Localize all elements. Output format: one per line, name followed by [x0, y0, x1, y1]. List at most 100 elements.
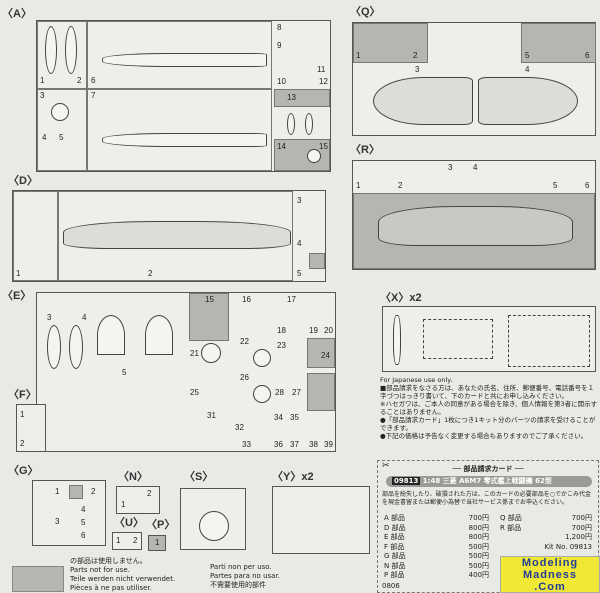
- sprue-a: 1 2 3 4 5 6 7 8 9 10 11 12 13 14 15: [36, 20, 331, 172]
- engine-part: [253, 349, 271, 367]
- part-number: 6: [91, 76, 96, 85]
- part-number: 3: [55, 517, 60, 526]
- part-number: 5: [81, 518, 86, 527]
- tail-part: [145, 315, 173, 355]
- part-number: 21: [190, 349, 199, 358]
- part-number: 32: [235, 423, 244, 432]
- section-e-label: 〈E〉: [2, 290, 32, 302]
- part-number: 1: [116, 536, 121, 545]
- part-number: 3: [40, 91, 45, 100]
- sprue-f: 1 2: [16, 404, 46, 452]
- part-number: 16: [242, 295, 251, 304]
- propeller-part: [287, 113, 295, 135]
- part-number: 1: [20, 410, 25, 419]
- sprue-r: 1 2 3 4 5 6: [352, 160, 596, 270]
- part-number: 13: [287, 93, 296, 102]
- propeller-part: [305, 113, 313, 135]
- lower-wing-part: [378, 206, 573, 246]
- small-parts: [508, 315, 590, 367]
- sprue-e-unused-cell: [189, 293, 229, 341]
- part-number: 23: [277, 341, 286, 350]
- part-number: 8: [277, 23, 282, 32]
- section-f-label: 〈F〉: [8, 389, 37, 401]
- part-number: 2: [20, 439, 25, 448]
- section-g-label: 〈G〉: [8, 465, 39, 477]
- wheel-part: [307, 149, 321, 163]
- part-number: 1: [356, 51, 361, 60]
- section-r-label: 〈R〉: [350, 144, 380, 156]
- fuselage-part: [102, 53, 267, 67]
- tail-part: [97, 315, 125, 355]
- part-number: 4: [525, 65, 530, 74]
- engine-part: [253, 385, 271, 403]
- part-number: 15: [319, 142, 328, 151]
- part-number: 5: [297, 269, 302, 278]
- legend-text-2: Parti non per uso. Partes para no usar. …: [210, 563, 280, 589]
- section-s-label: 〈S〉: [184, 471, 214, 483]
- kit-number: 09813: [392, 477, 421, 485]
- part-number: 18: [277, 326, 286, 335]
- decal-price: 1,200円: [564, 533, 592, 541]
- part-number: 15: [205, 295, 214, 304]
- order-info: For Japanese use only. ■部品請求をなさる方は、あなたの氏…: [380, 376, 598, 440]
- part-number: 11: [317, 65, 326, 74]
- part-number: 5: [122, 368, 127, 377]
- section-d-label: 〈D〉: [8, 175, 38, 187]
- section-n-label: 〈N〉: [118, 471, 148, 483]
- section-q-label: 〈Q〉: [350, 6, 381, 18]
- part-number: 10: [277, 77, 286, 86]
- part-number: 5: [553, 181, 558, 190]
- kit-name: 1:48 三菱 A6M7 零式艦上戦闘機 62型: [422, 477, 552, 485]
- kit-reference: Kit No. 09813: [544, 542, 592, 551]
- sprue-x: [382, 306, 596, 372]
- part-number: 3: [448, 163, 453, 172]
- part-number: 26: [240, 373, 249, 382]
- part-number: 1: [155, 538, 160, 547]
- drop-tank-part: [45, 26, 57, 74]
- part-number: 6: [585, 181, 590, 190]
- part-number: 1: [16, 269, 21, 278]
- ring-part: [51, 103, 69, 121]
- engine-part: [201, 343, 221, 363]
- fuselage-part: [102, 133, 267, 147]
- card-title: ── 部品請求カード ──: [452, 465, 524, 473]
- sprue-d-unused-cell: [309, 253, 325, 269]
- legend-text: の部品は使用しません。 Parts not for use. Teile wer…: [70, 557, 176, 592]
- part-number: 5: [59, 133, 64, 142]
- sprue-a-cell: [37, 89, 87, 171]
- part-number: 2: [398, 181, 403, 190]
- sprue-d: 1 2 3 4 5: [12, 190, 326, 282]
- card-instruction: 部品を紛失したり、破損された方は、このカードの必要部品を○でかこみ代金を現金書留…: [382, 491, 591, 506]
- drop-tank-part: [47, 325, 61, 369]
- parts-request-card: ✂ ── 部品請求カード ── 09813 1:48 三菱 A6M7 零式艦上戦…: [377, 460, 599, 593]
- part-number: 4: [42, 133, 47, 142]
- sprue-u: 1 2: [112, 532, 142, 550]
- sprue-g: 1 2 3 4 5 6: [32, 480, 106, 546]
- part-number: 1: [121, 500, 126, 509]
- part-number: 6: [81, 531, 86, 540]
- scissors-icon: ✂: [382, 461, 390, 471]
- section-y-label: 〈Y〉x2: [272, 471, 314, 483]
- part-number: 31: [207, 411, 216, 420]
- part-number: 6: [585, 51, 590, 60]
- upper-wing-part: [63, 221, 291, 249]
- part-number: 35: [290, 413, 299, 422]
- small-parts: [393, 315, 401, 365]
- part-number: 2: [91, 487, 96, 496]
- part-number: 37: [290, 440, 299, 449]
- sprue-y: [272, 486, 370, 554]
- card-code: 0806: [382, 582, 400, 590]
- part-number: 2: [147, 489, 152, 498]
- sprue-g-unused-cell: [69, 485, 83, 499]
- part-number: 39: [324, 440, 333, 449]
- part-number: 4: [81, 505, 86, 514]
- drop-tank-part: [69, 325, 83, 369]
- part-number: 22: [240, 337, 249, 346]
- section-a-label: 〈A〉: [2, 8, 32, 20]
- canopy-part: [199, 511, 229, 541]
- part-number: 1: [356, 181, 361, 190]
- watermark-logo: Modeling Madness .Com: [500, 556, 600, 593]
- part-number: 25: [190, 388, 199, 397]
- part-number: 2: [133, 536, 138, 545]
